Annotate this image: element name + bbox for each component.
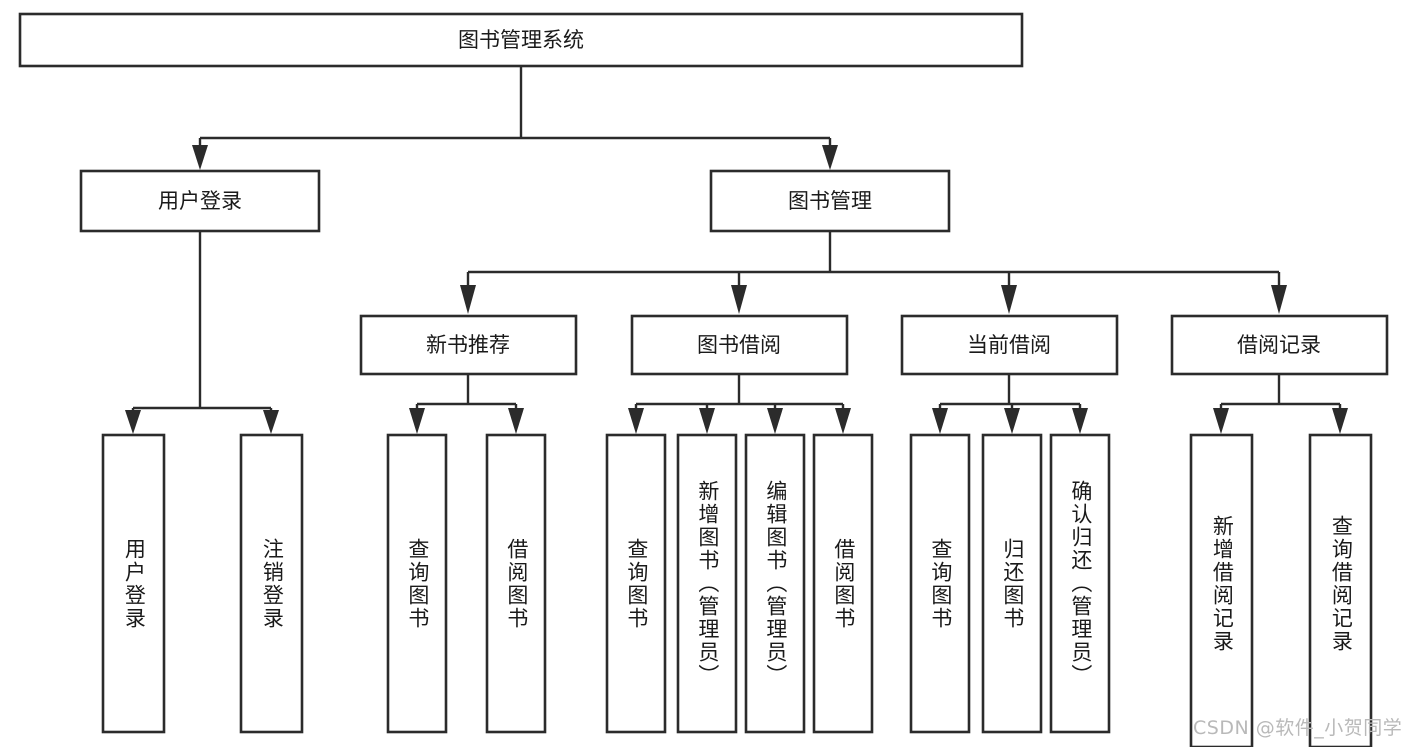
leaf-borrow-book-1-box[interactable]	[485, 433, 547, 734]
arrow-ul-to-leaf-user-login	[125, 410, 141, 434]
leaf-query-book-2-box[interactable]	[605, 433, 667, 734]
node-borrow-record-box[interactable]	[1170, 314, 1389, 376]
node-current-borrow[interactable]: 当前借阅	[900, 314, 1119, 376]
arrow-br-to-leaf-query-record	[1332, 408, 1348, 434]
leaf-edit-book-box[interactable]	[744, 433, 806, 734]
leaf-query-record-box[interactable]	[1308, 433, 1373, 747]
arrow-br-to-leaf-add-record	[1213, 408, 1229, 434]
node-user-login[interactable]: 用户登录	[79, 169, 321, 233]
node-book-manage-label: 图书管理	[788, 189, 872, 213]
node-user-login-box[interactable]	[79, 169, 321, 233]
node-new-book-rec-box[interactable]	[359, 314, 578, 376]
node-borrow-record-label: 借阅记录	[1237, 333, 1321, 357]
arrow-cb-to-leaf-confirm-return	[1072, 408, 1088, 434]
arrow-cb-to-leaf-query-book-3	[932, 408, 948, 434]
node-book-borrow-label: 图书借阅	[697, 333, 781, 357]
arrow-bb-to-leaf-add-book	[699, 408, 715, 434]
arrow-bm-to-cb	[1001, 285, 1017, 314]
leaf-box-group	[101, 433, 1373, 747]
arrow-nbr-to-leaf-borrow-book-1	[508, 408, 524, 434]
leaf-query-book-3-box[interactable]	[909, 433, 971, 734]
leaf-confirm-return-box[interactable]	[1049, 433, 1111, 734]
leaf-borrow-book-2-box[interactable]	[812, 433, 874, 734]
edge-group-current-borrow	[932, 374, 1088, 434]
edge-group-user-login	[125, 231, 279, 434]
arrow-bb-to-leaf-edit-book	[767, 408, 783, 434]
arrow-ul-to-leaf-logout	[263, 410, 279, 434]
edge-group-book-manage	[460, 231, 1287, 314]
leaf-user-login-box[interactable]	[101, 433, 166, 734]
node-book-borrow[interactable]: 图书借阅	[630, 314, 849, 376]
leaf-add-record-box[interactable]	[1189, 433, 1254, 747]
edge-group-borrow-record	[1213, 374, 1348, 434]
node-current-borrow-label: 当前借阅	[967, 333, 1051, 357]
node-root-label: 图书管理系统	[458, 28, 584, 52]
leaf-logout-box[interactable]	[239, 433, 304, 734]
arrow-bb-to-leaf-borrow-book-2	[835, 408, 851, 434]
node-user-login-label: 用户登录	[158, 189, 242, 213]
arrow-root-to-book-manage	[822, 145, 838, 170]
leaf-query-book-1-box[interactable]	[386, 433, 448, 734]
arrow-bb-to-leaf-query-book-2	[628, 408, 644, 434]
arrow-cb-to-leaf-return-book	[1004, 408, 1020, 434]
node-borrow-record[interactable]: 借阅记录	[1170, 314, 1389, 376]
node-book-manage-box[interactable]	[709, 169, 951, 233]
arrow-bm-to-nbr	[460, 285, 476, 314]
node-new-book-rec[interactable]: 新书推荐	[359, 314, 578, 376]
edge-group-book-borrow	[628, 374, 851, 434]
edge-group-root	[192, 66, 838, 170]
arrow-root-to-user-login	[192, 145, 208, 170]
leaf-return-book-box[interactable]	[981, 433, 1043, 734]
leaf-add-book-box[interactable]	[676, 433, 738, 734]
arrow-bm-to-bb	[731, 285, 747, 314]
node-root[interactable]: 图书管理系统	[18, 12, 1024, 68]
csdn-watermark: CSDN @软件_小贺同学	[1193, 717, 1403, 739]
arrow-bm-to-br	[1271, 285, 1287, 314]
node-book-borrow-box[interactable]	[630, 314, 849, 376]
node-book-manage[interactable]: 图书管理	[709, 169, 951, 233]
edge-group-new-book-rec	[409, 374, 524, 434]
arrow-nbr-to-leaf-query-book-1	[409, 408, 425, 434]
node-root-box[interactable]	[18, 12, 1024, 68]
node-current-borrow-box[interactable]	[900, 314, 1119, 376]
node-new-book-rec-label: 新书推荐	[426, 333, 510, 357]
